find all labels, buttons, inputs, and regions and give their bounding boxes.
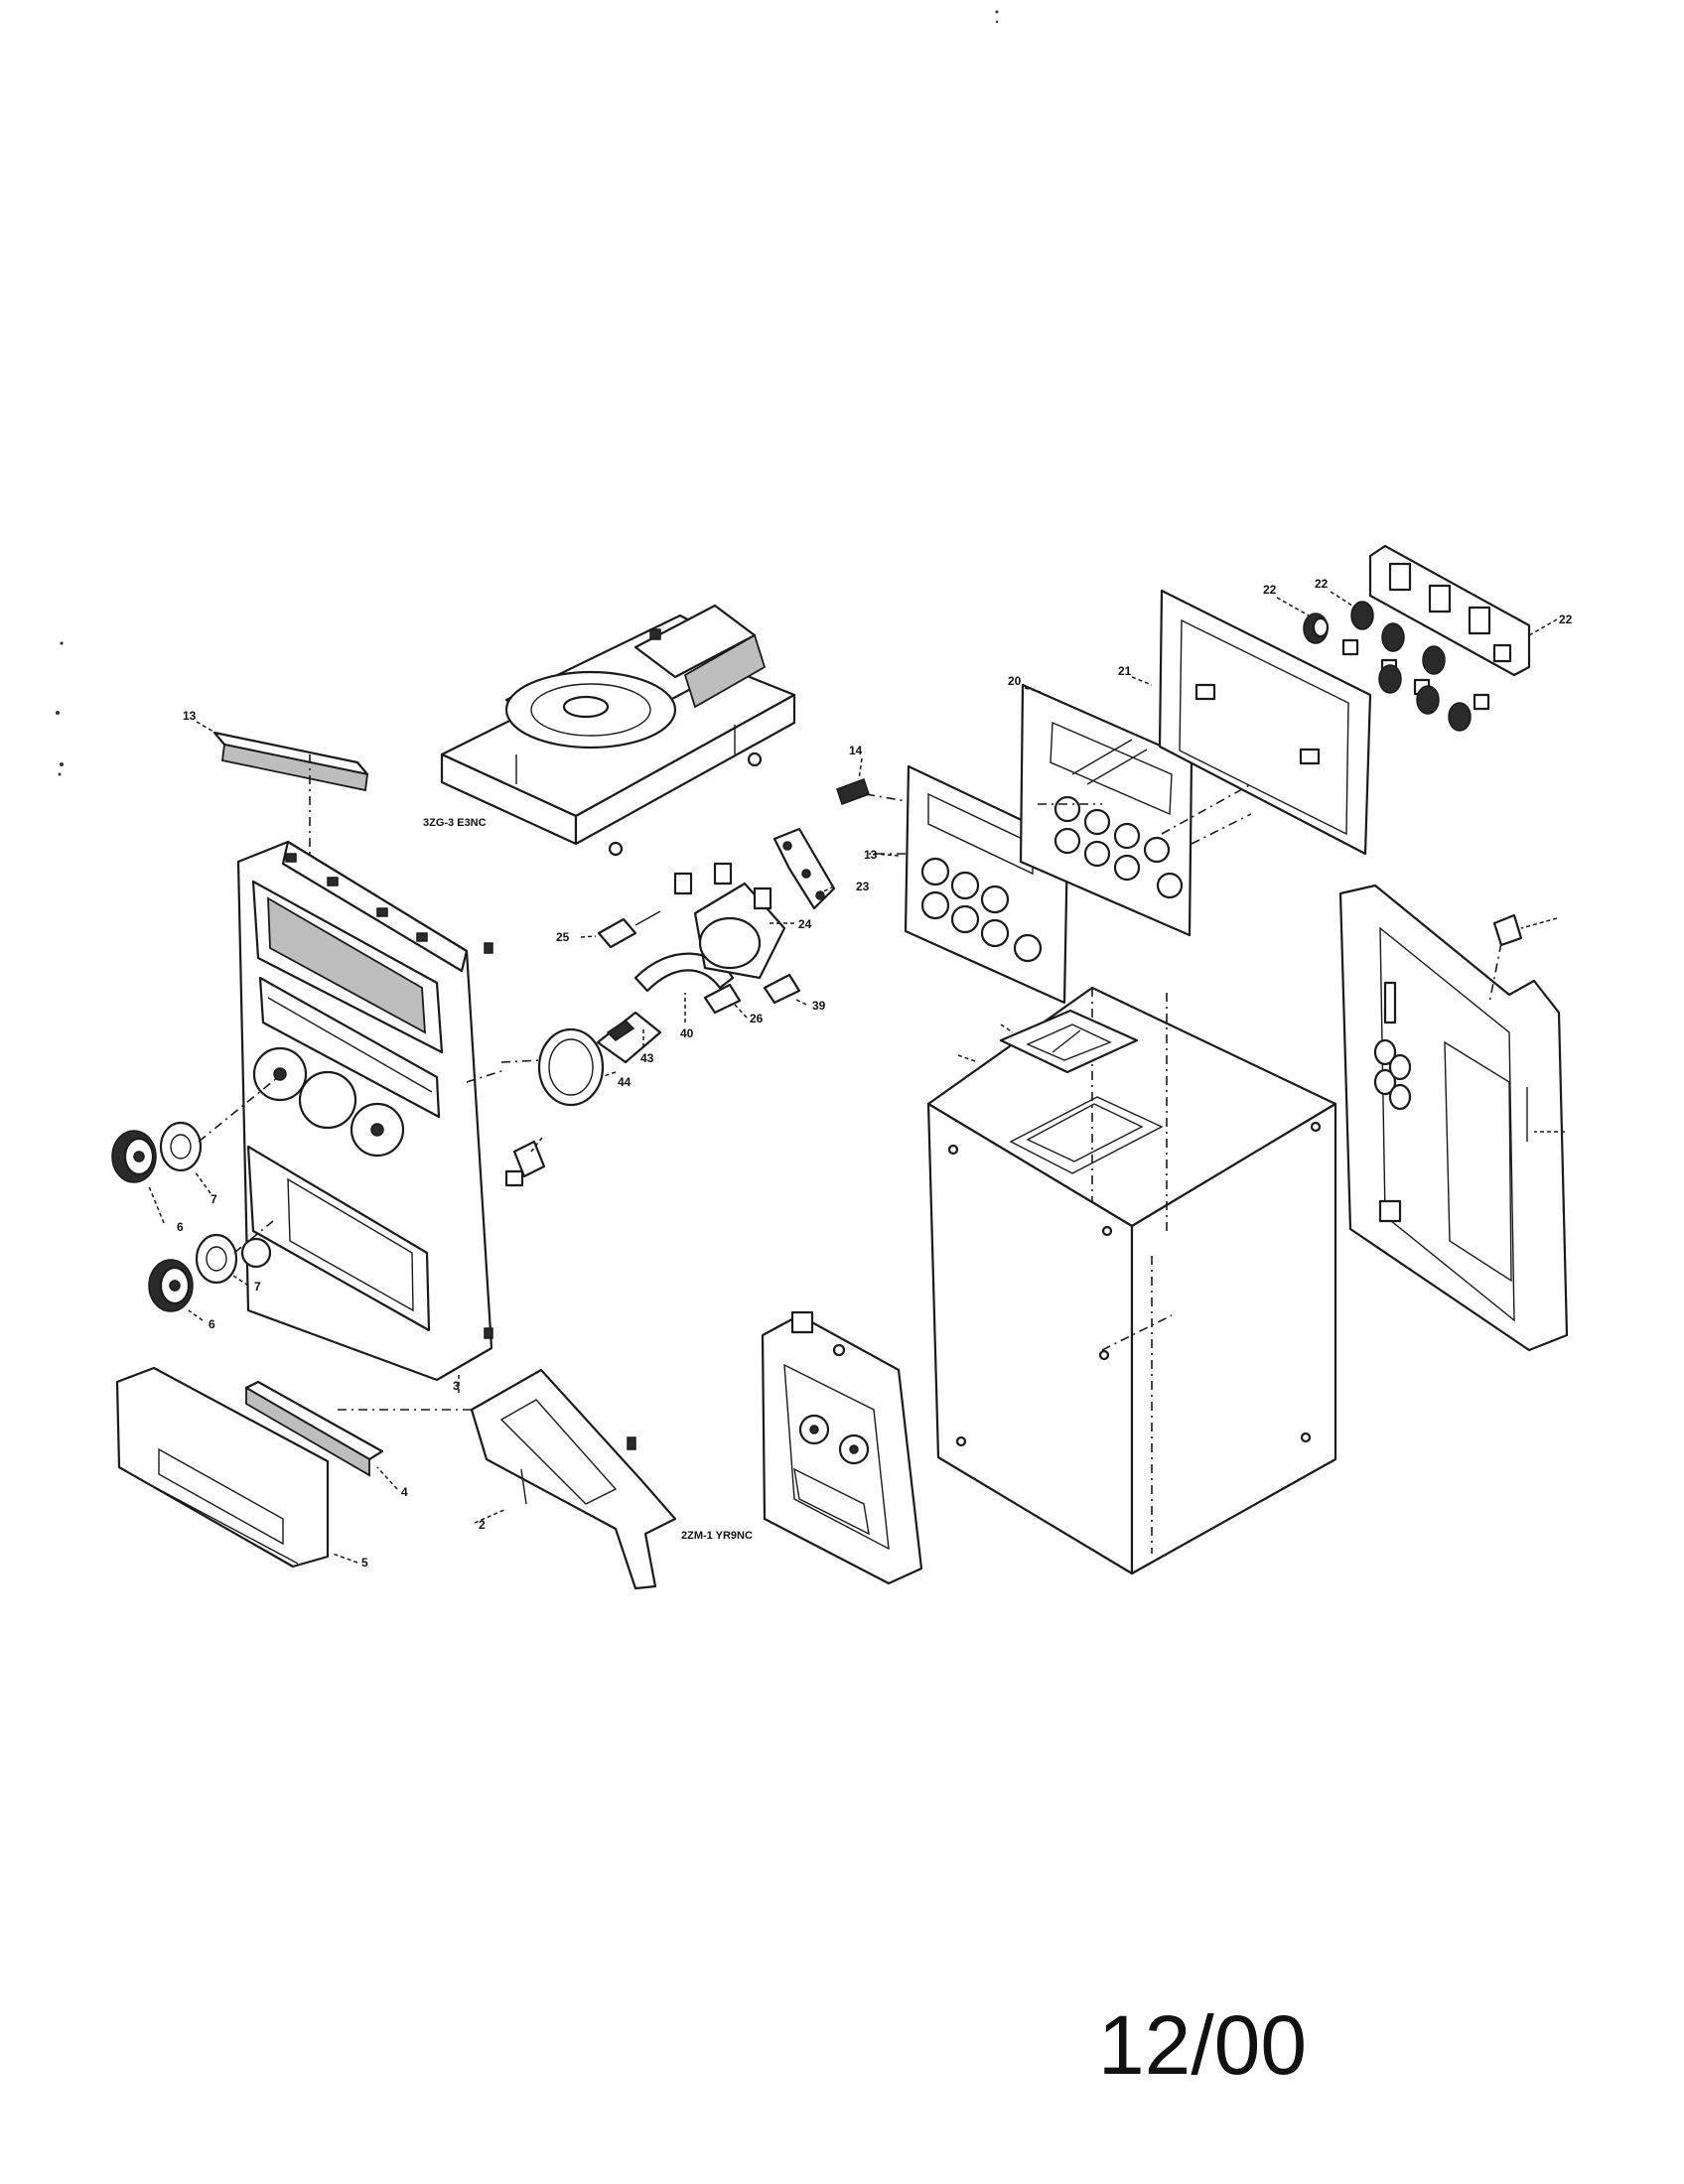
callout-3: 3 — [453, 1379, 460, 1393]
part-20-sensor-board — [772, 827, 836, 910]
callout-24: 43 — [640, 1051, 654, 1065]
callout-leaders — [148, 591, 1565, 1564]
cd-mechanism-label: 3ZG-3 E3NC — [423, 817, 487, 829]
callout-7-upper: 7 — [210, 1192, 217, 1206]
date-stamp: 12/00 — [1097, 1998, 1308, 2092]
part-43-display-window — [999, 1009, 1139, 1074]
callout-8: 13 — [183, 709, 197, 723]
part-44-cabinet — [926, 986, 1337, 1575]
part-3-front-panel — [236, 840, 493, 1382]
part-22-connector-c — [763, 973, 801, 1005]
part-4-trim-strip — [244, 1380, 516, 1477]
part-21-gear-housing — [673, 862, 786, 980]
part-25-ring — [500, 1027, 605, 1107]
part-11-display-frame — [1019, 683, 1193, 937]
part-13-button-caps — [1303, 601, 1490, 732]
callout-7-lower: 7 — [254, 1280, 261, 1294]
callout-23: 40 — [680, 1026, 694, 1040]
callout-9: 13 — [864, 848, 878, 862]
part-6-knob-lower — [148, 1259, 194, 1312]
callout-12: 21 — [1118, 664, 1132, 678]
callout-10: 14 — [849, 744, 863, 757]
callout-6-upper: 6 — [177, 1220, 184, 1234]
assembly-lines — [466, 803, 1252, 1083]
callout-25: 44 — [618, 1075, 632, 1089]
part-5-cassette-door — [115, 1366, 330, 1569]
part-8-top-trim-bar — [212, 731, 369, 953]
callout-6-lower: 6 — [209, 1317, 215, 1331]
part-2-bracket — [470, 1368, 677, 1590]
tape-mechanism-assembly — [761, 1310, 923, 1585]
callout-11: 20 — [1008, 674, 1022, 688]
part-26-switch — [504, 1140, 546, 1187]
callout-22b: 26 — [750, 1012, 764, 1025]
part-22-connector-a — [597, 910, 661, 949]
scan-specks — [56, 10, 999, 776]
part-9-button-plate — [904, 764, 1069, 1005]
part-22-connector-b — [703, 983, 742, 1015]
part-6-knob-upper — [111, 1130, 157, 1183]
callout-22c: 39 — [812, 999, 826, 1013]
callout-5: 5 — [361, 1556, 368, 1570]
part-7-knob-cap-lower — [195, 1220, 274, 1285]
callout-4: 4 — [401, 1485, 408, 1499]
tape-mechanism-label: 2ZM-1 YR9NC — [681, 1530, 753, 1542]
part-12-rear-frame — [1158, 589, 1372, 856]
callout-14: 22 — [1559, 613, 1573, 626]
callout-22a: 25 — [556, 930, 570, 944]
callout-2: 2 — [479, 1518, 486, 1532]
part-14-switch-bracket — [1368, 544, 1531, 677]
part-24-lever — [596, 1011, 662, 1064]
callout-13b: 22 — [1315, 577, 1329, 591]
callout-21: 24 — [798, 917, 812, 931]
part-40-rear-panel — [1338, 884, 1569, 1352]
callout-20: 23 — [856, 880, 870, 893]
callout-labels: 13 13 14 20 21 22 22 22 23 24 25 26 39 4… — [177, 577, 1573, 1570]
callout-13a: 22 — [1263, 583, 1277, 597]
part-7-knob-cap-upper — [159, 1076, 279, 1172]
cd-mechanism-assembly — [440, 604, 796, 857]
part-39-clip — [1488, 913, 1523, 1004]
